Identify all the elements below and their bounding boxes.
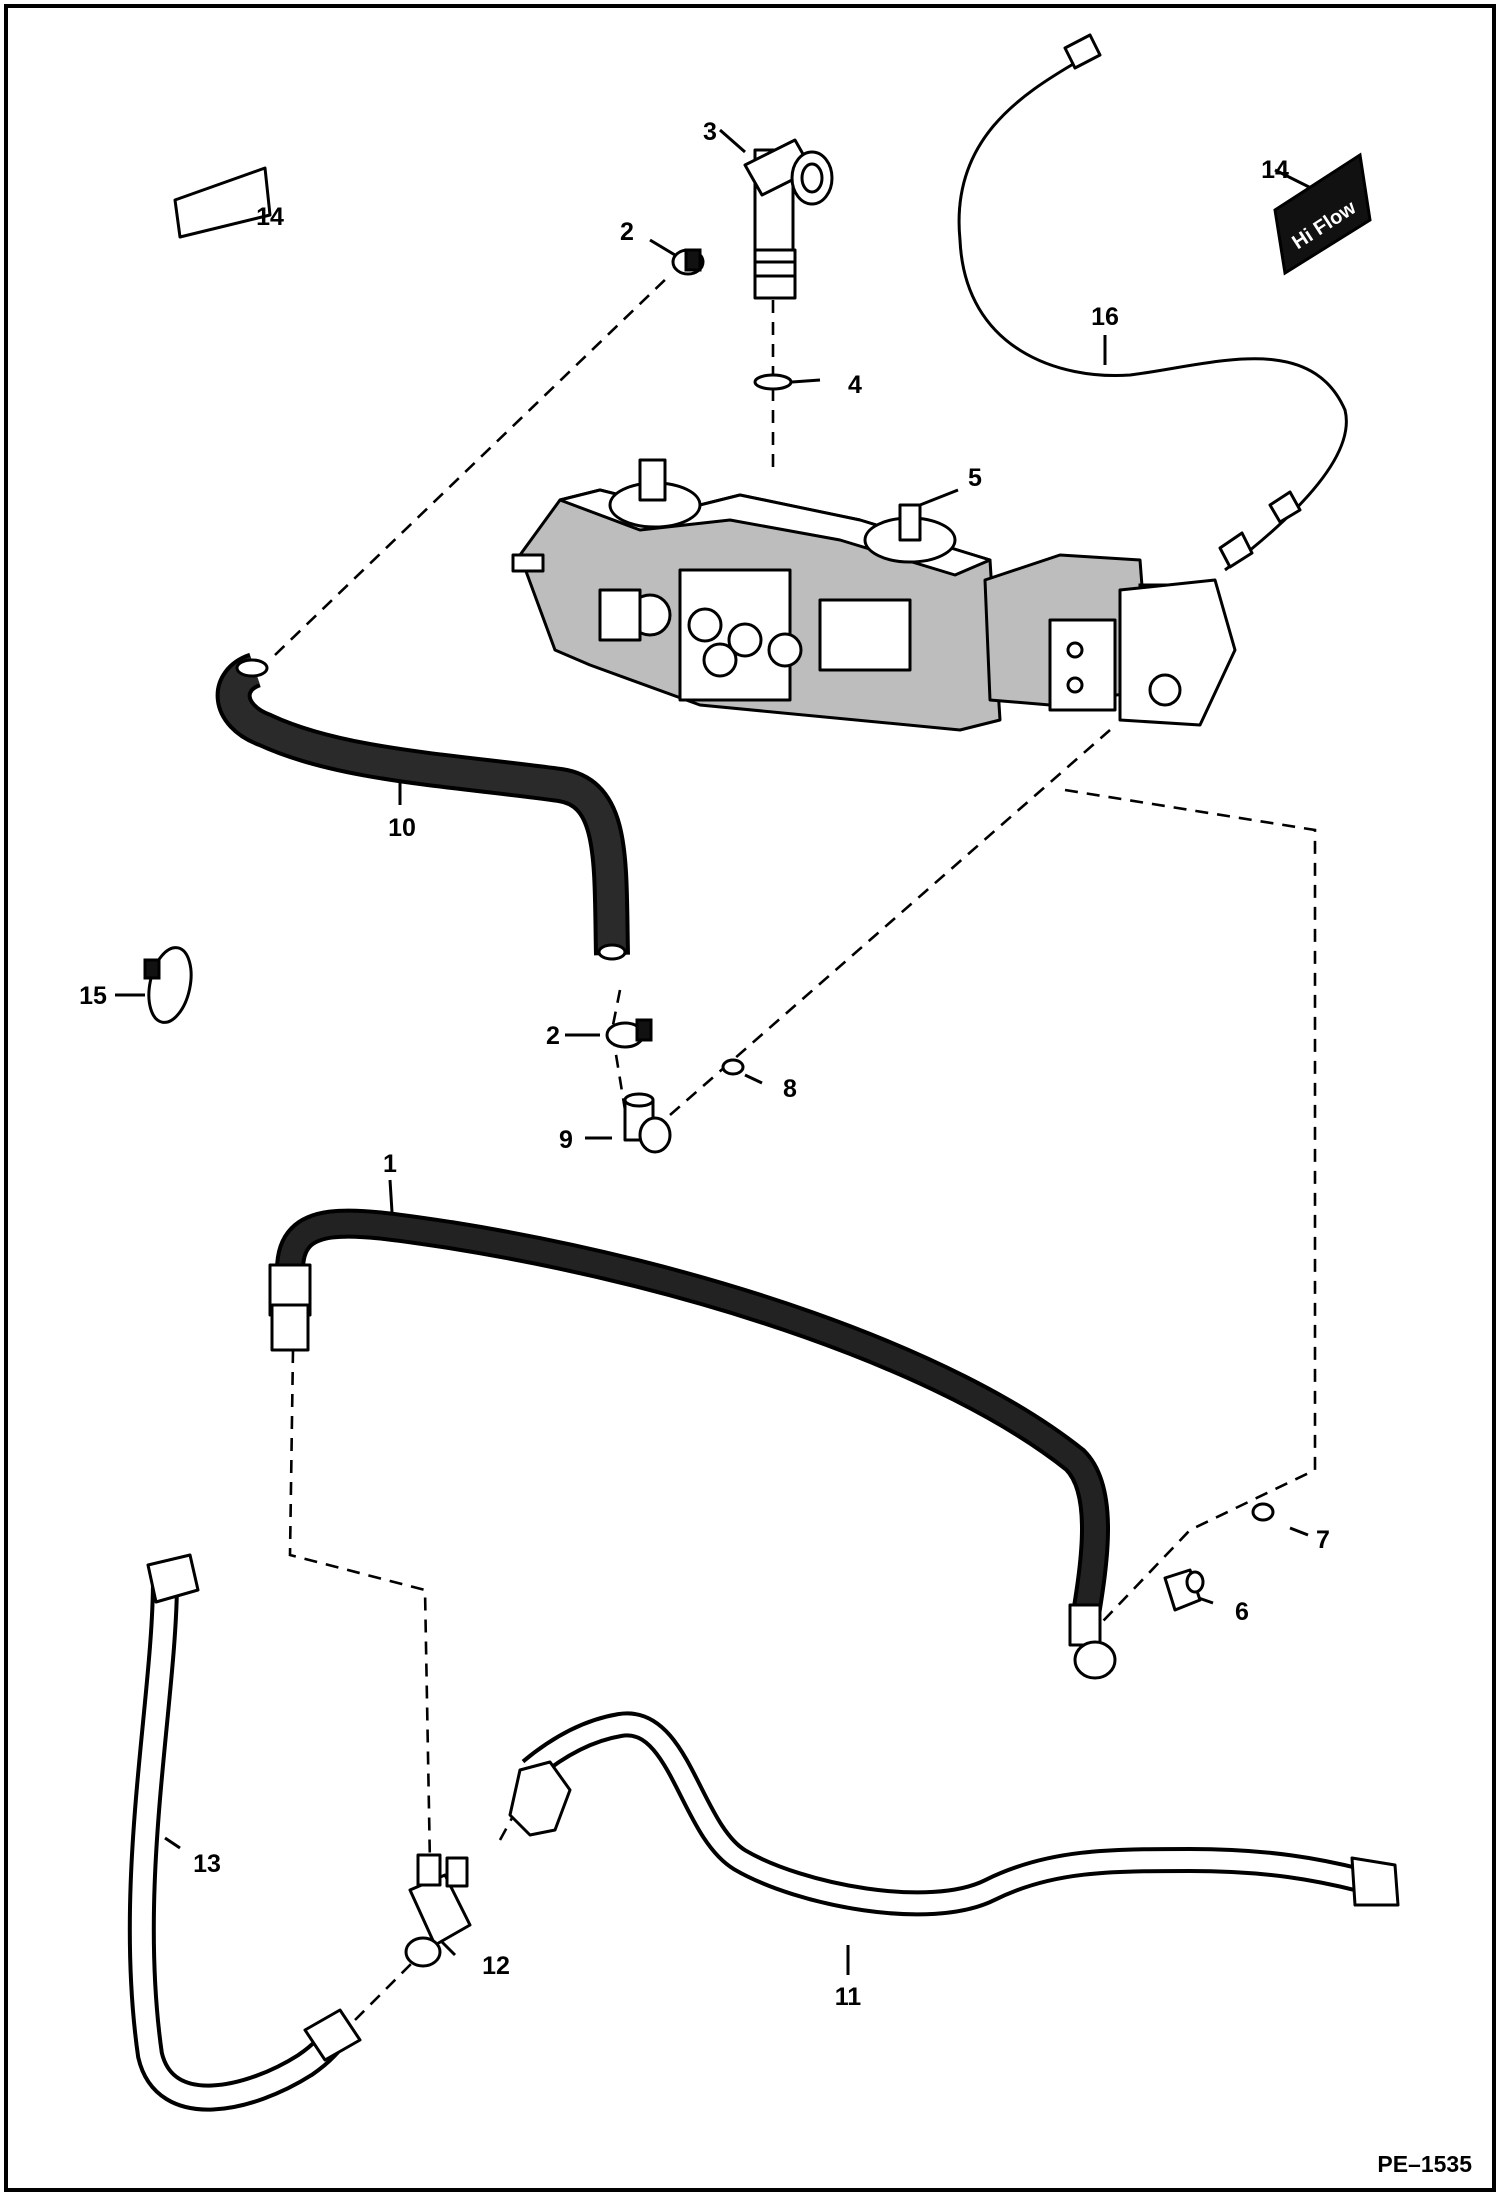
diagram-frame: [4, 4, 1496, 2192]
callout-4: 4: [848, 371, 862, 399]
part-14-decal-left: [173, 166, 272, 239]
callout-14-left: 14: [256, 203, 284, 231]
callout-8: 8: [783, 1075, 797, 1103]
part-2-clamp-top: [671, 248, 705, 276]
callout-15: 15: [79, 982, 107, 1010]
callout-3: 3: [703, 118, 717, 146]
part-12-tee-fitting: [404, 1853, 472, 1968]
callout-6: 6: [1235, 1598, 1249, 1626]
part-9-elbow-fitting: [623, 1092, 672, 1154]
callout-2-lower: 2: [546, 1022, 560, 1050]
callout-12: 12: [482, 1952, 510, 1980]
assembly-line-hose-to-fitting: [610, 989, 627, 1111]
part-11-steel-tube: [508, 1711, 1400, 1917]
callout-9: 9: [559, 1126, 573, 1154]
part-10-suction-hose: [215, 652, 630, 961]
callout-5: 5: [968, 464, 982, 492]
part-13-hose: [127, 1553, 362, 2112]
callout-7: 7: [1316, 1526, 1330, 1554]
part-3-elbow-fitting: [743, 138, 834, 300]
part-2-clamp-lower: [605, 1018, 653, 1049]
figure-id: PE–1535: [1377, 2151, 1472, 2177]
callout-13: 13: [193, 1850, 221, 1878]
part-15-cable-tie: [143, 946, 193, 1024]
callout-labels: 3 2 14 4 5 14 16 10 15 2 8 9 1 7 6 11 12…: [79, 118, 1330, 2011]
part-16-wire-harness: [957, 33, 1348, 572]
assembly-line-hose-to-elbow: [274, 274, 671, 656]
leader-lines: [115, 128, 1316, 1975]
assembly-line-hose-to-tee: [288, 1349, 432, 1866]
callout-1: 1: [383, 1150, 397, 1178]
part-1-pressure-hose: [268, 1208, 1117, 1680]
part-8-o-ring: [721, 1058, 745, 1076]
callout-11: 11: [835, 1983, 862, 2011]
callout-2-top: 2: [620, 218, 634, 246]
part-4-o-ring: [753, 373, 793, 391]
assembly-line-tee-to-hose: [354, 1959, 416, 2021]
part-14-decal-right: Hi Flow: [1273, 152, 1372, 276]
callout-16: 16: [1091, 303, 1119, 331]
part-7-o-ring: [1251, 1502, 1275, 1522]
callout-14-right: 14: [1261, 156, 1289, 184]
assembly-line-pump-to-adapter: [1064, 788, 1317, 1641]
assembly-line-fitting-to-pump: [669, 729, 1111, 1116]
part-5-hydrostatic-pump: [511, 458, 1237, 732]
part-6-adapter: [1163, 1568, 1205, 1612]
callout-10: 10: [388, 814, 416, 842]
